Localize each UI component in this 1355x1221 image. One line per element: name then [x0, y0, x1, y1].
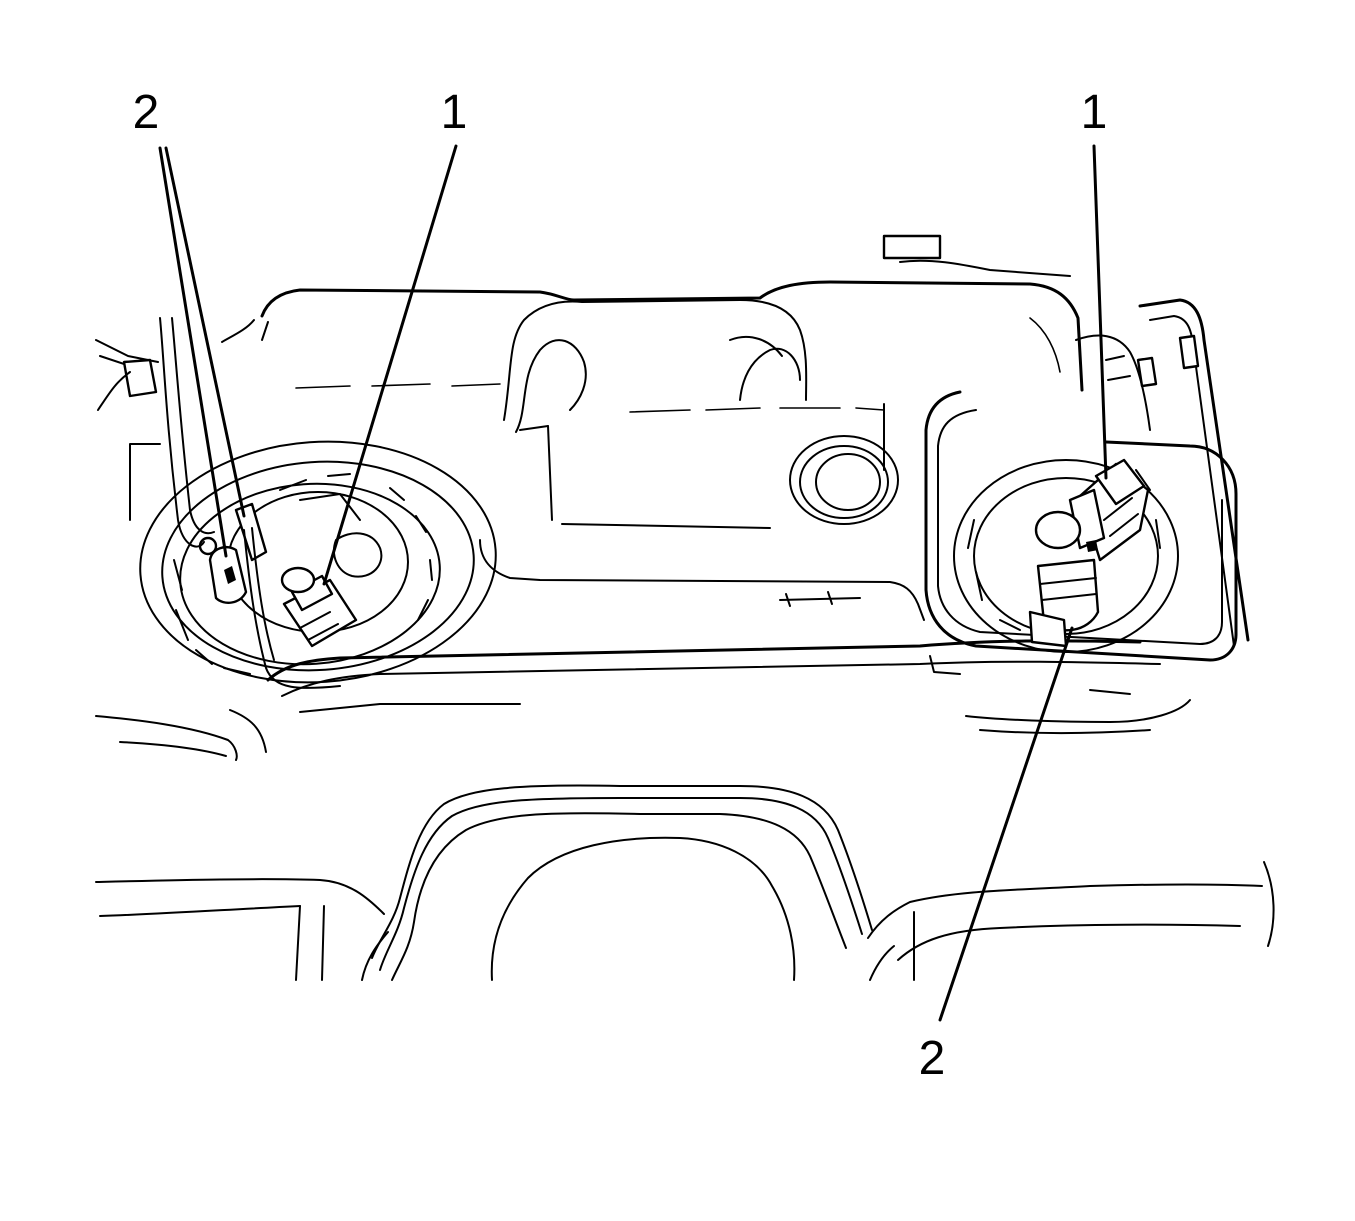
right-fuel-pump-module — [882, 234, 1250, 662]
leader-right-2 — [938, 626, 1074, 1022]
fuel-tank — [95, 280, 1191, 761]
callout-leaders — [158, 144, 1108, 1022]
leader-right-1 — [1092, 144, 1108, 480]
leader-left-2a — [158, 146, 228, 558]
callout-labels: 1 2 1 2 — [133, 86, 1108, 1085]
callout-left-2: 2 — [133, 86, 160, 139]
vehicle-underbody — [95, 784, 1275, 981]
callout-right-1: 1 — [1081, 86, 1108, 139]
leader-left-2b — [164, 146, 246, 518]
leader-left-1 — [322, 144, 458, 586]
left-fuel-pump-module — [95, 317, 497, 690]
callout-left-1: 1 — [441, 86, 468, 139]
callout-right-2: 2 — [919, 1032, 946, 1085]
